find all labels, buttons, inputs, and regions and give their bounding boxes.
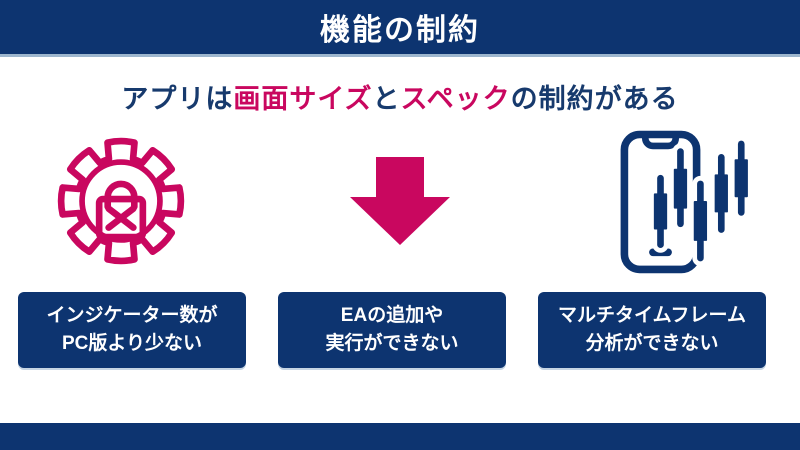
- down-arrow-icon: [350, 157, 450, 245]
- smartphone-chart-icon: [620, 130, 752, 274]
- info-box-line: マルチタイムフレーム: [558, 304, 746, 326]
- lock-body: [96, 195, 147, 241]
- subtitle-segment: アプリは: [121, 84, 234, 114]
- page-title: 機能の制約: [320, 14, 480, 47]
- boxes-row: インジケーター数が PC版より少ない EAの追加や 実行ができない マルチタイム…: [0, 292, 800, 368]
- icon-cell-arrow: [267, 157, 534, 245]
- lock-shackle: [104, 180, 138, 211]
- info-box-line: EAの追加や: [340, 304, 444, 326]
- icon-cell-phone: [533, 125, 800, 277]
- lock-x-mark: [105, 205, 138, 231]
- subtitle-segment-accent: スペック: [400, 84, 511, 114]
- subtitle: アプリは画面サイズとスペックの制約がある: [0, 77, 800, 116]
- footer-bar: [0, 423, 800, 450]
- info-box-line: 分析ができない: [585, 333, 719, 354]
- icons-row: [0, 120, 800, 282]
- gear-lock-icon: [58, 137, 185, 265]
- subtitle-segment: と: [372, 84, 401, 114]
- info-box-line: 実行ができない: [325, 333, 459, 354]
- candlestick-chart: [649, 135, 752, 267]
- info-box-line: インジケーター数が: [46, 304, 218, 326]
- phone-notch: [641, 132, 679, 150]
- info-box-ea: EAの追加や 実行ができない: [278, 292, 506, 368]
- info-box-indicators: インジケーター数が PC版より少ない: [18, 292, 246, 368]
- subtitle-segment: の制約がある: [510, 84, 679, 114]
- header-bar: 機能の制約: [0, 0, 800, 57]
- icon-cell-gear: [0, 125, 267, 277]
- info-box-line: PC版より少ない: [61, 333, 202, 354]
- subtitle-segment-accent: 画面サイズ: [233, 84, 373, 114]
- info-box-multitimeframe: マルチタイムフレーム 分析ができない: [538, 292, 766, 368]
